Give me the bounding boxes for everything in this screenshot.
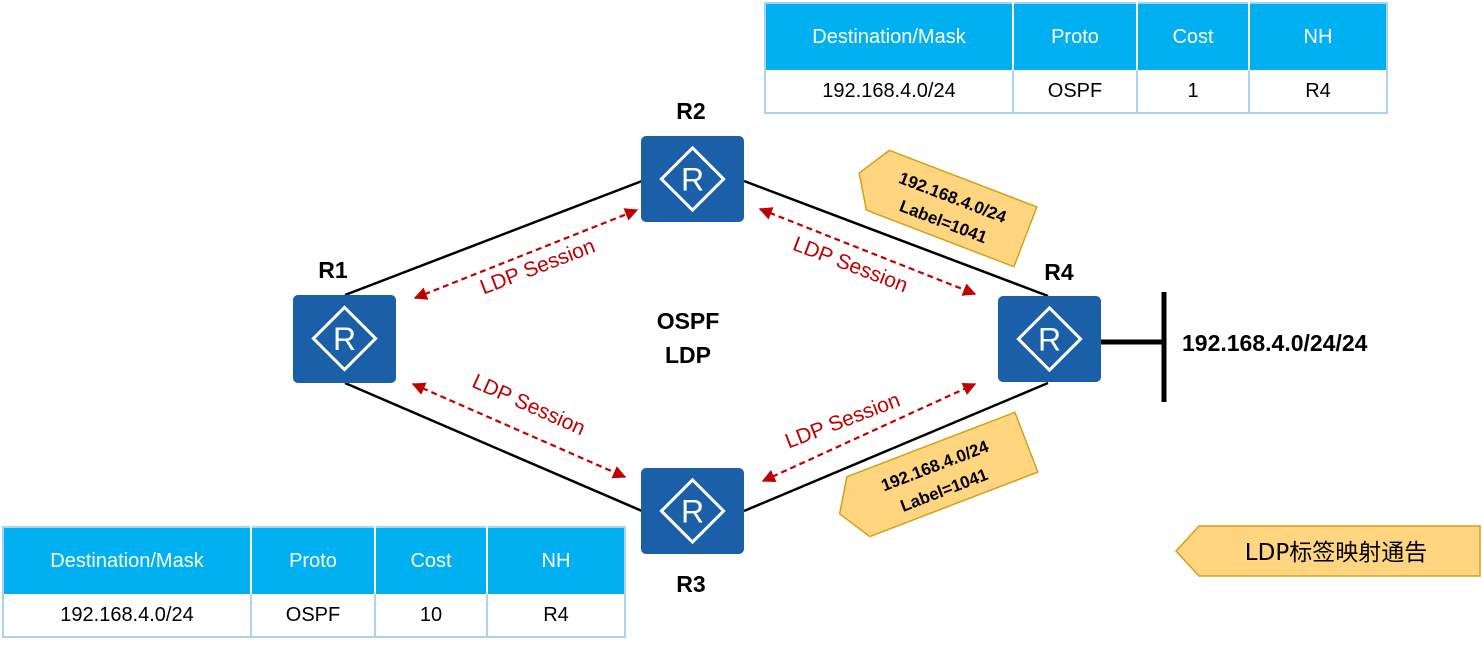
cell-nh: R4 bbox=[487, 594, 625, 637]
protocol-label-ospf: OSPF bbox=[657, 308, 720, 334]
cell-destination: 192.168.4.0/24 bbox=[3, 594, 252, 637]
column-header-nh: NH bbox=[487, 527, 625, 594]
column-header-proto: Proto bbox=[251, 527, 376, 594]
ldp-session-r2-r4 bbox=[758, 207, 977, 296]
router-icon-letter: R bbox=[681, 494, 704, 530]
router-icon-letter: R bbox=[333, 321, 356, 357]
column-header-destination: Destination/Mask bbox=[765, 3, 1014, 70]
router-r3[interactable]: R bbox=[641, 468, 744, 554]
router-label-r4: R4 bbox=[1044, 259, 1074, 285]
column-header-destination: Destination/Mask bbox=[3, 527, 252, 594]
router-r1[interactable]: R bbox=[293, 295, 396, 383]
router-icon bbox=[311, 305, 378, 372]
label-mapping-flag-r4-r2: 192.168.4.0/24 Label=1041 bbox=[858, 149, 1038, 268]
cell-proto: OSPF bbox=[251, 594, 376, 637]
column-header-proto: Proto bbox=[1013, 3, 1138, 70]
legend-text: LDP标签映射通告 bbox=[1245, 540, 1427, 566]
ldp-session-label: LDP Session bbox=[469, 370, 589, 440]
legend-flag-shape bbox=[1174, 525, 1481, 577]
router-icon-letter: R bbox=[1038, 322, 1061, 358]
router-r4[interactable]: R bbox=[998, 296, 1101, 382]
table-row: 192.168.4.0/24 OSPF 1 R4 bbox=[765, 70, 1387, 113]
ldp-session-label: LDP Session bbox=[790, 233, 911, 298]
router-icon-letter: R bbox=[681, 162, 704, 198]
router-icon bbox=[659, 477, 726, 545]
cell-cost: 10 bbox=[375, 594, 488, 637]
cell-destination: 192.168.4.0/24 bbox=[765, 70, 1014, 113]
column-header-cost: Cost bbox=[375, 527, 488, 594]
router-label-r2: R2 bbox=[676, 98, 705, 124]
router-r2[interactable]: R bbox=[641, 136, 744, 222]
ldp-session-label: LDP Session bbox=[782, 389, 903, 454]
cell-nh: R4 bbox=[1249, 70, 1387, 113]
protocol-label-ldp: LDP bbox=[665, 342, 711, 368]
legend: LDP标签映射通告 bbox=[1174, 525, 1481, 577]
network-label: 192.168.4.0/24/24 bbox=[1182, 330, 1368, 356]
column-header-nh: NH bbox=[1249, 3, 1387, 70]
link-r1-r3 bbox=[344, 381, 643, 513]
router-label-r1: R1 bbox=[318, 257, 348, 283]
router-icon bbox=[659, 145, 726, 213]
cell-proto: OSPF bbox=[1013, 70, 1138, 113]
router-icon bbox=[1016, 305, 1083, 373]
ldp-session-r1-r3 bbox=[411, 382, 627, 479]
table-row: 192.168.4.0/24 OSPF 10 R4 bbox=[3, 594, 625, 637]
label-mapping-flag-r4-r3: 192.168.4.0/24 Label=1041 bbox=[838, 411, 1039, 538]
ldp-session-label: LDP Session bbox=[477, 235, 598, 300]
ldp-session-r3-r4 bbox=[761, 382, 977, 483]
routing-table-r2: Destination/Mask Proto Cost NH 192.168.4… bbox=[764, 2, 1388, 114]
routing-table-r3: Destination/Mask Proto Cost NH 192.168.4… bbox=[2, 526, 626, 638]
cell-cost: 1 bbox=[1137, 70, 1250, 113]
router-label-r3: R3 bbox=[676, 571, 705, 597]
ldp-session-r1-r2 bbox=[413, 208, 639, 300]
column-header-cost: Cost bbox=[1137, 3, 1250, 70]
